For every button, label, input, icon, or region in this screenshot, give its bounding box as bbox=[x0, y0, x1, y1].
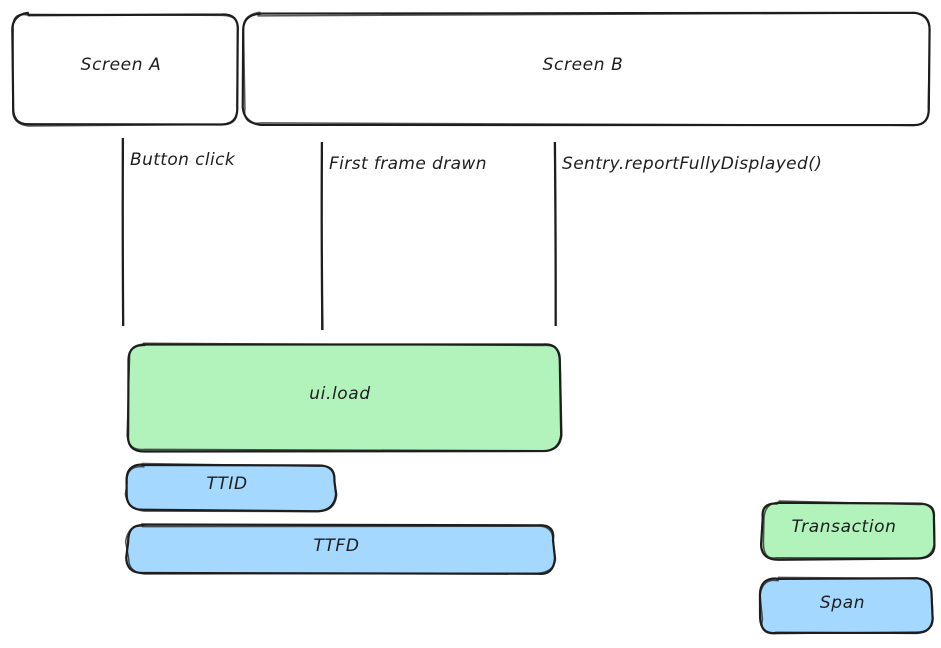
bar-ttid-shape bbox=[124, 462, 338, 513]
legend-span: Span bbox=[757, 575, 934, 635]
legend-transaction-shape bbox=[759, 500, 936, 561]
bar-ui-load[interactable]: ui.load bbox=[124, 340, 563, 453]
legend-span-shape bbox=[758, 576, 934, 635]
bar-ttid[interactable]: TTID bbox=[123, 461, 338, 513]
marker-button-click-line bbox=[119, 136, 128, 328]
bar-ttfd[interactable]: TTFD bbox=[123, 521, 557, 575]
screen-box-screen-b-shape bbox=[241, 11, 931, 127]
marker-fully-displayed-label: Sentry.reportFullyDisplayed() bbox=[562, 154, 823, 174]
marker-first-frame-line bbox=[318, 140, 327, 332]
bar-ttfd-shape bbox=[124, 523, 557, 575]
screen-box-screen-a[interactable]: Screen A bbox=[8, 10, 239, 127]
screen-box-screen-b[interactable]: Screen B bbox=[240, 10, 931, 127]
marker-first-frame-label: First frame drawn bbox=[329, 154, 487, 174]
bar-ui-load-shape bbox=[126, 342, 563, 453]
legend-transaction: Transaction bbox=[758, 499, 936, 561]
screen-box-screen-a-shape bbox=[11, 11, 239, 127]
marker-fully-displayed-line bbox=[551, 140, 560, 328]
marker-button-click-label: Button click bbox=[130, 150, 236, 170]
